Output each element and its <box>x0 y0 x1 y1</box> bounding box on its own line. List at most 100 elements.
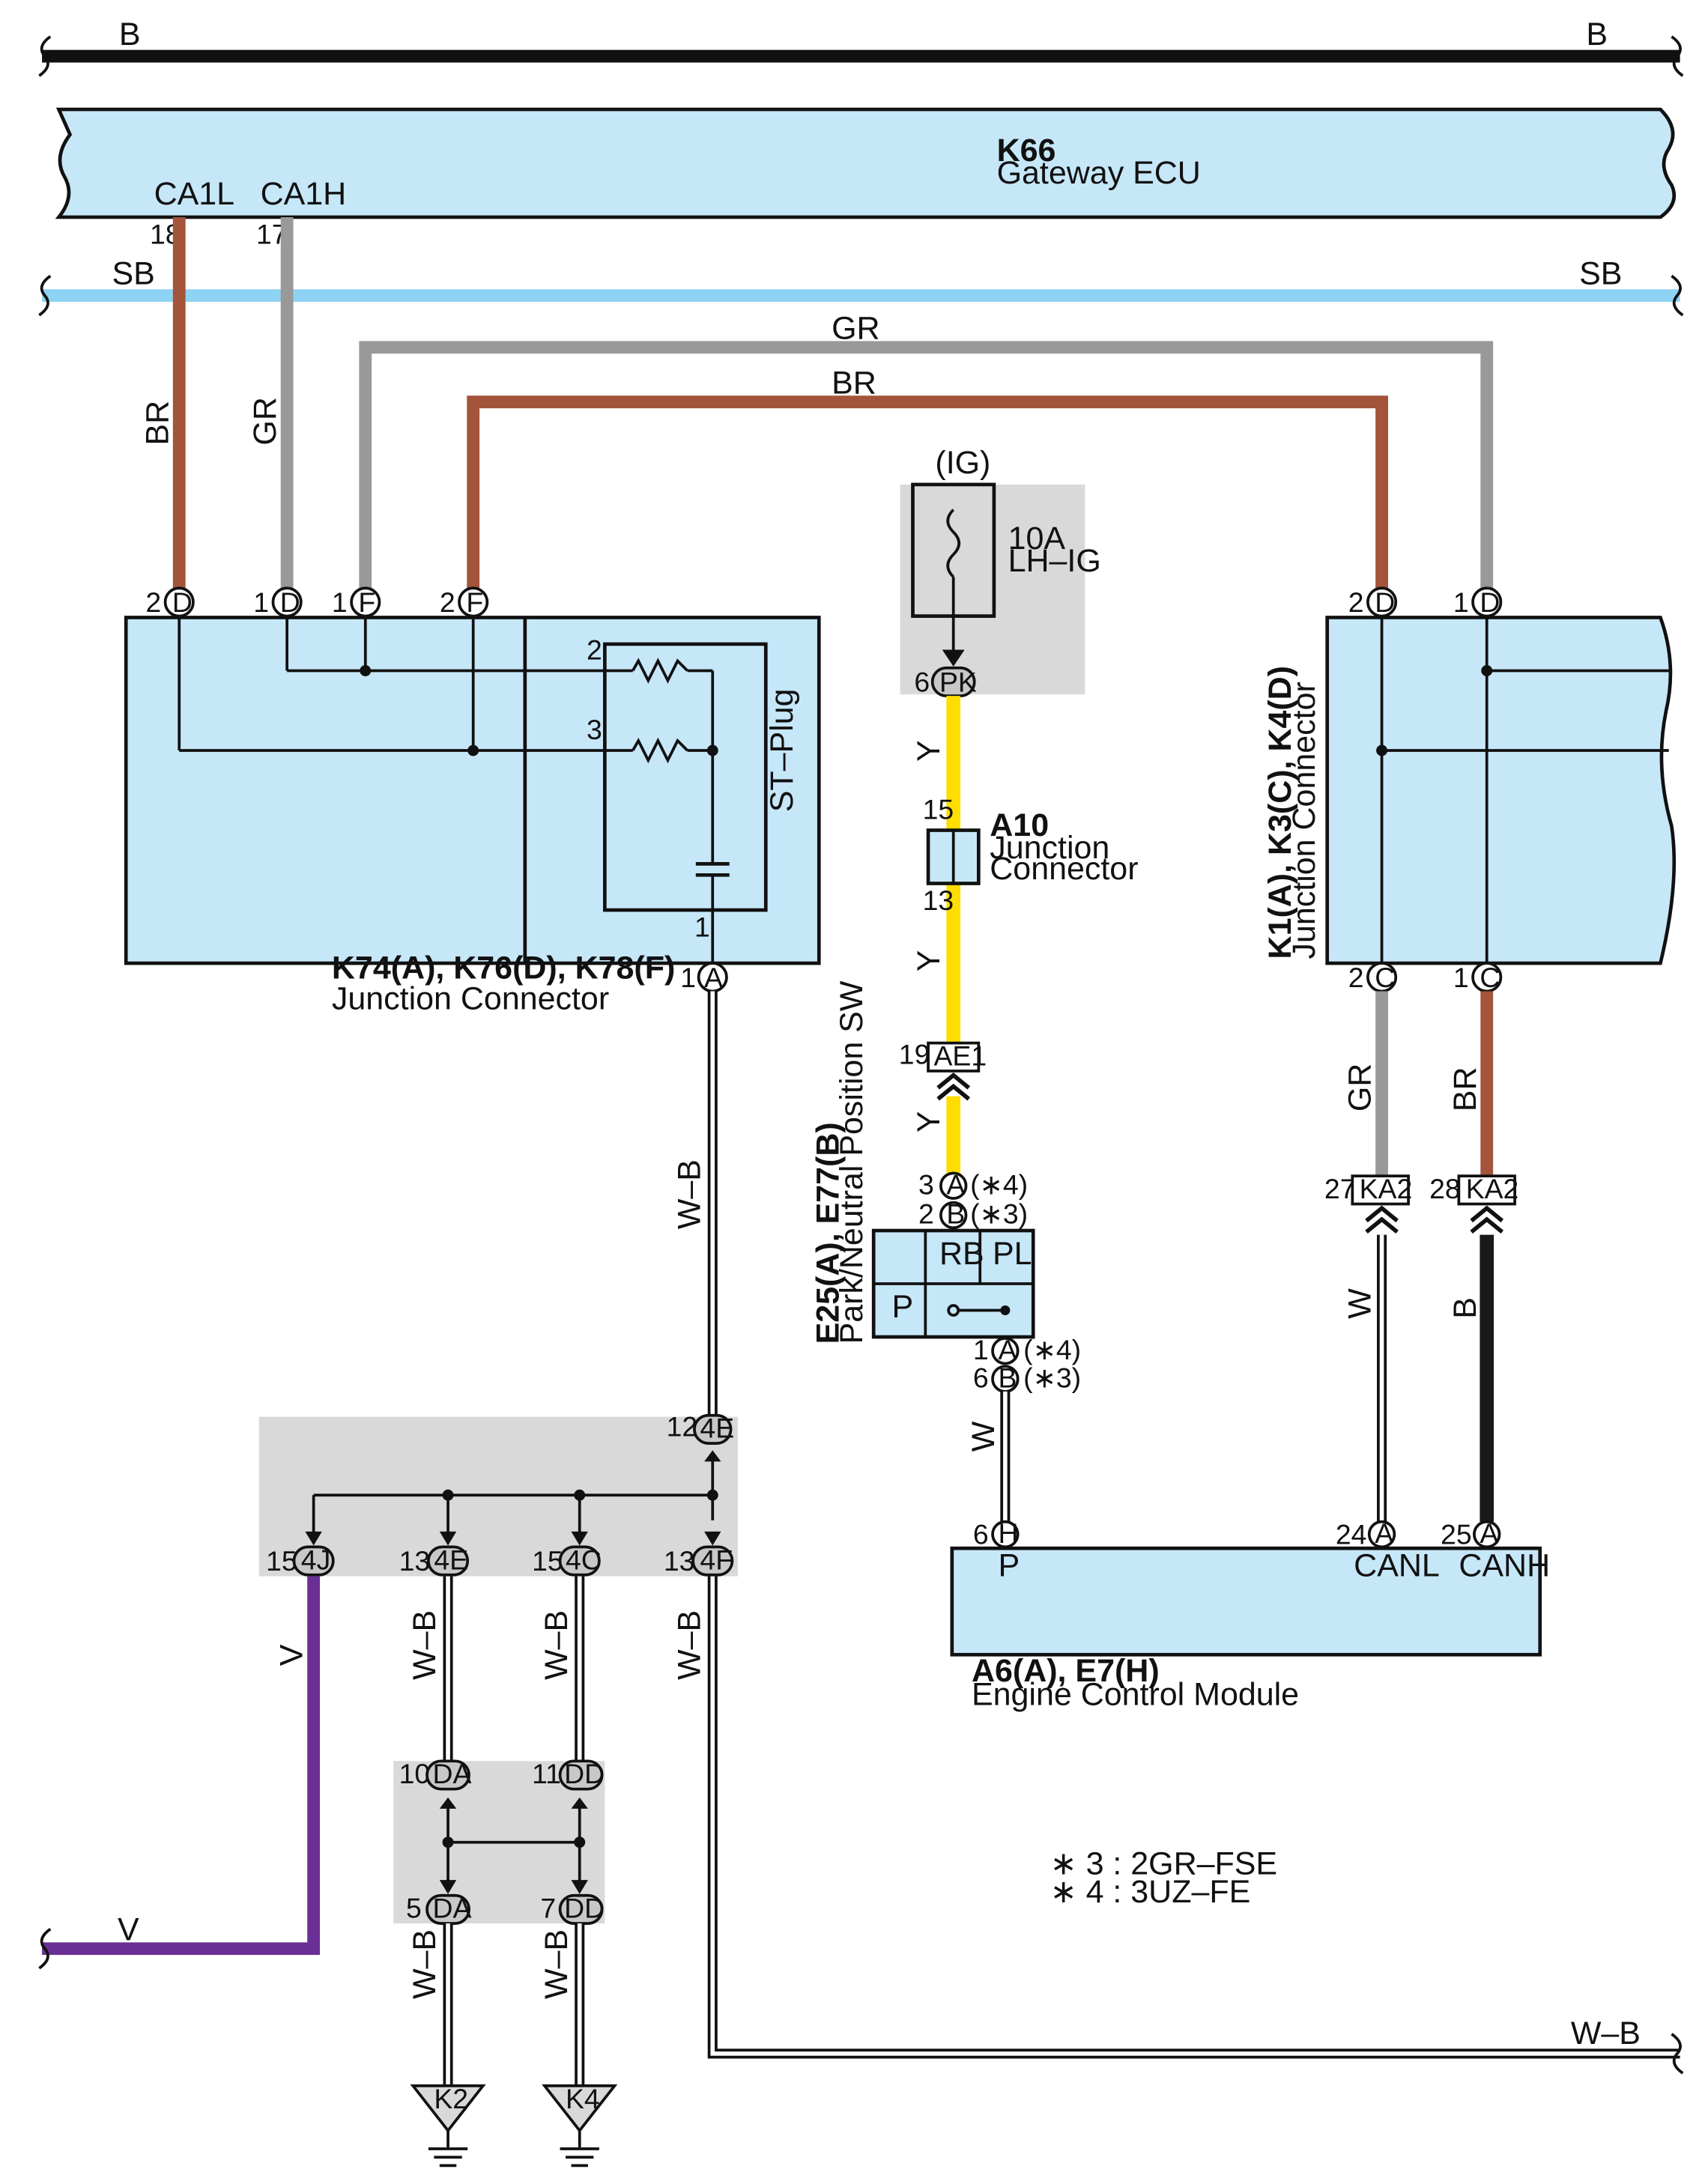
svg-text:3: 3 <box>918 1168 934 1200</box>
wire-wb-k4: W–B <box>539 1923 585 2086</box>
svg-text:A: A <box>946 1168 965 1200</box>
junction-connector-k74: ST–Plug 2 3 1 K74(A), K76(D), K78(F) Jun… <box>124 616 821 1017</box>
a10-name-2: Connector <box>990 851 1138 887</box>
junction-block-d: 10 DA 11 DD 5 DA 7 DD <box>393 1758 605 1925</box>
wire-wb-main: W–B W–B <box>671 991 1684 2075</box>
k74-pin-2F: 2 F <box>440 586 489 618</box>
a10-code: A10 <box>990 807 1049 843</box>
svg-text:H: H <box>998 1517 1018 1549</box>
wire-label-w-2: W <box>1342 1288 1378 1319</box>
st-plug-pin-2: 2 <box>587 634 602 666</box>
wire-label-y-1: Y <box>911 740 947 762</box>
svg-text:1: 1 <box>973 1334 989 1365</box>
k74-pin-2D: 2 D <box>145 586 195 618</box>
ground-k4: K4 <box>542 2083 618 2168</box>
wire-label-br-2: BR <box>1447 1067 1483 1111</box>
svg-text:(∗3): (∗3) <box>970 1198 1028 1230</box>
svg-text:A: A <box>704 962 723 993</box>
st-plug-pin-3: 3 <box>587 714 602 745</box>
ecm-terminal-canl: CANL <box>1354 1548 1440 1584</box>
svg-text:B: B <box>998 1362 1017 1393</box>
wire-label-y-3: Y <box>911 1111 947 1133</box>
svg-text:F: F <box>358 586 375 618</box>
wire-label-w-1: W <box>966 1421 1002 1452</box>
svg-text:DA: DA <box>432 1893 471 1924</box>
svg-text:2: 2 <box>145 586 161 618</box>
a10-name-1: Junction <box>990 830 1109 866</box>
junction-block-4: 12 4E 15 4J 13 4E 15 4C 13 4F <box>258 1411 738 1577</box>
svg-text:27: 27 <box>1324 1173 1356 1204</box>
svg-text:2: 2 <box>440 586 455 618</box>
svg-text:2: 2 <box>1348 962 1364 993</box>
svg-text:12: 12 <box>667 1411 698 1443</box>
svg-text:4F: 4F <box>700 1544 733 1575</box>
wire-label-v-1: V <box>274 1644 310 1666</box>
k1-code: K1(A), K3(C), K4(D) <box>1262 666 1298 959</box>
wire-y: Y Y Y <box>911 696 961 1174</box>
svg-text:D: D <box>1375 586 1395 618</box>
svg-text:7: 7 <box>540 1893 556 1924</box>
svg-text:6: 6 <box>973 1519 989 1550</box>
svg-text:4E: 4E <box>434 1544 468 1575</box>
junction-connector-a10: 15 13 A10 Junction Connector <box>923 794 1139 916</box>
svg-text:B: B <box>946 1198 965 1230</box>
note-4: ∗ 4 : 3UZ–FE <box>1050 1874 1251 1910</box>
b-bus-label-left: B <box>119 16 141 52</box>
st-plug-pin-1: 1 <box>694 911 710 943</box>
svg-text:DD: DD <box>564 1893 605 1924</box>
sb-bus: SB SB <box>38 256 1684 317</box>
wb-bus-label-right: W–B <box>1571 2015 1641 2051</box>
b-bus: B B <box>38 16 1684 77</box>
note-3: ∗ 3 : 2GR–FSE <box>1050 1846 1277 1882</box>
wire-br-loop: BR <box>467 365 1388 590</box>
svg-text:15: 15 <box>266 1545 297 1577</box>
svg-text:2: 2 <box>1348 586 1364 618</box>
fuse-conn-pk: PK <box>939 667 977 698</box>
ecm-name: Engine Control Module <box>972 1677 1299 1713</box>
fuse-name: LH–IG <box>1008 543 1101 579</box>
fuse-ig-label: (IG) <box>935 445 990 481</box>
svg-text:(∗4): (∗4) <box>970 1168 1028 1200</box>
ecm-terminal-p: P <box>998 1548 1020 1584</box>
wire-label-gr-2: GR <box>1342 1064 1378 1111</box>
gateway-pin-ca1h: CA1H <box>261 176 347 212</box>
k74-pin-1A: 1 A <box>680 962 728 993</box>
wire-wb-k2: W–B <box>407 1923 453 2086</box>
k74-pin-1F: 1 F <box>332 586 381 618</box>
wire-label-wb-4: W–B <box>671 1610 707 1680</box>
svg-text:C: C <box>1480 962 1500 993</box>
wire-b-ka2: B <box>1447 1234 1494 1522</box>
st-plug-label: ST–Plug <box>764 688 800 812</box>
svg-text:K2: K2 <box>434 2083 468 2114</box>
wire-label-y-2: Y <box>911 950 947 972</box>
svg-text:13: 13 <box>399 1545 431 1577</box>
ground-k2: K2 <box>410 2083 486 2168</box>
engine-control-module: 6 H 24 A 25 A P CANL CANH A6(A), E7(H) E… <box>950 1517 1550 1713</box>
v-bus-label-left: V <box>118 1912 139 1948</box>
svg-text:A: A <box>998 1334 1017 1365</box>
pnp-code: E25(A), E77(B) <box>810 1122 846 1344</box>
wire-w-ka2: W <box>1342 1234 1387 1522</box>
sb-bus-label-left: SB <box>112 256 155 292</box>
svg-text:1: 1 <box>680 962 696 993</box>
wire-gr-k1: GR <box>1342 991 1388 1177</box>
svg-text:A: A <box>1375 1517 1393 1549</box>
sb-bus-label-right: SB <box>1579 256 1622 292</box>
svg-text:KA2: KA2 <box>1466 1173 1519 1204</box>
wire-label-wb-1: W–B <box>671 1159 707 1229</box>
svg-text:D: D <box>280 586 300 618</box>
k74-pin-1D: 1 D <box>253 586 303 618</box>
svg-text:13: 13 <box>664 1545 695 1577</box>
connector-ae1: 19 AE1 <box>899 1039 987 1101</box>
svg-text:4J: 4J <box>301 1544 330 1575</box>
footnotes: ∗ 3 : 2GR–FSE ∗ 4 : 3UZ–FE <box>1050 1846 1277 1910</box>
svg-text:D: D <box>172 586 193 618</box>
svg-text:4C: 4C <box>566 1544 602 1575</box>
wire-wb-4e: W–B <box>407 1576 453 1762</box>
connector-ka2-28: 28 KA2 <box>1429 1173 1519 1234</box>
gateway-pin-ca1l: CA1L <box>154 176 235 212</box>
svg-text:11: 11 <box>532 1758 561 1789</box>
a10-pin-15: 15 <box>923 794 954 825</box>
wire-label-b-1: B <box>1447 1297 1483 1319</box>
